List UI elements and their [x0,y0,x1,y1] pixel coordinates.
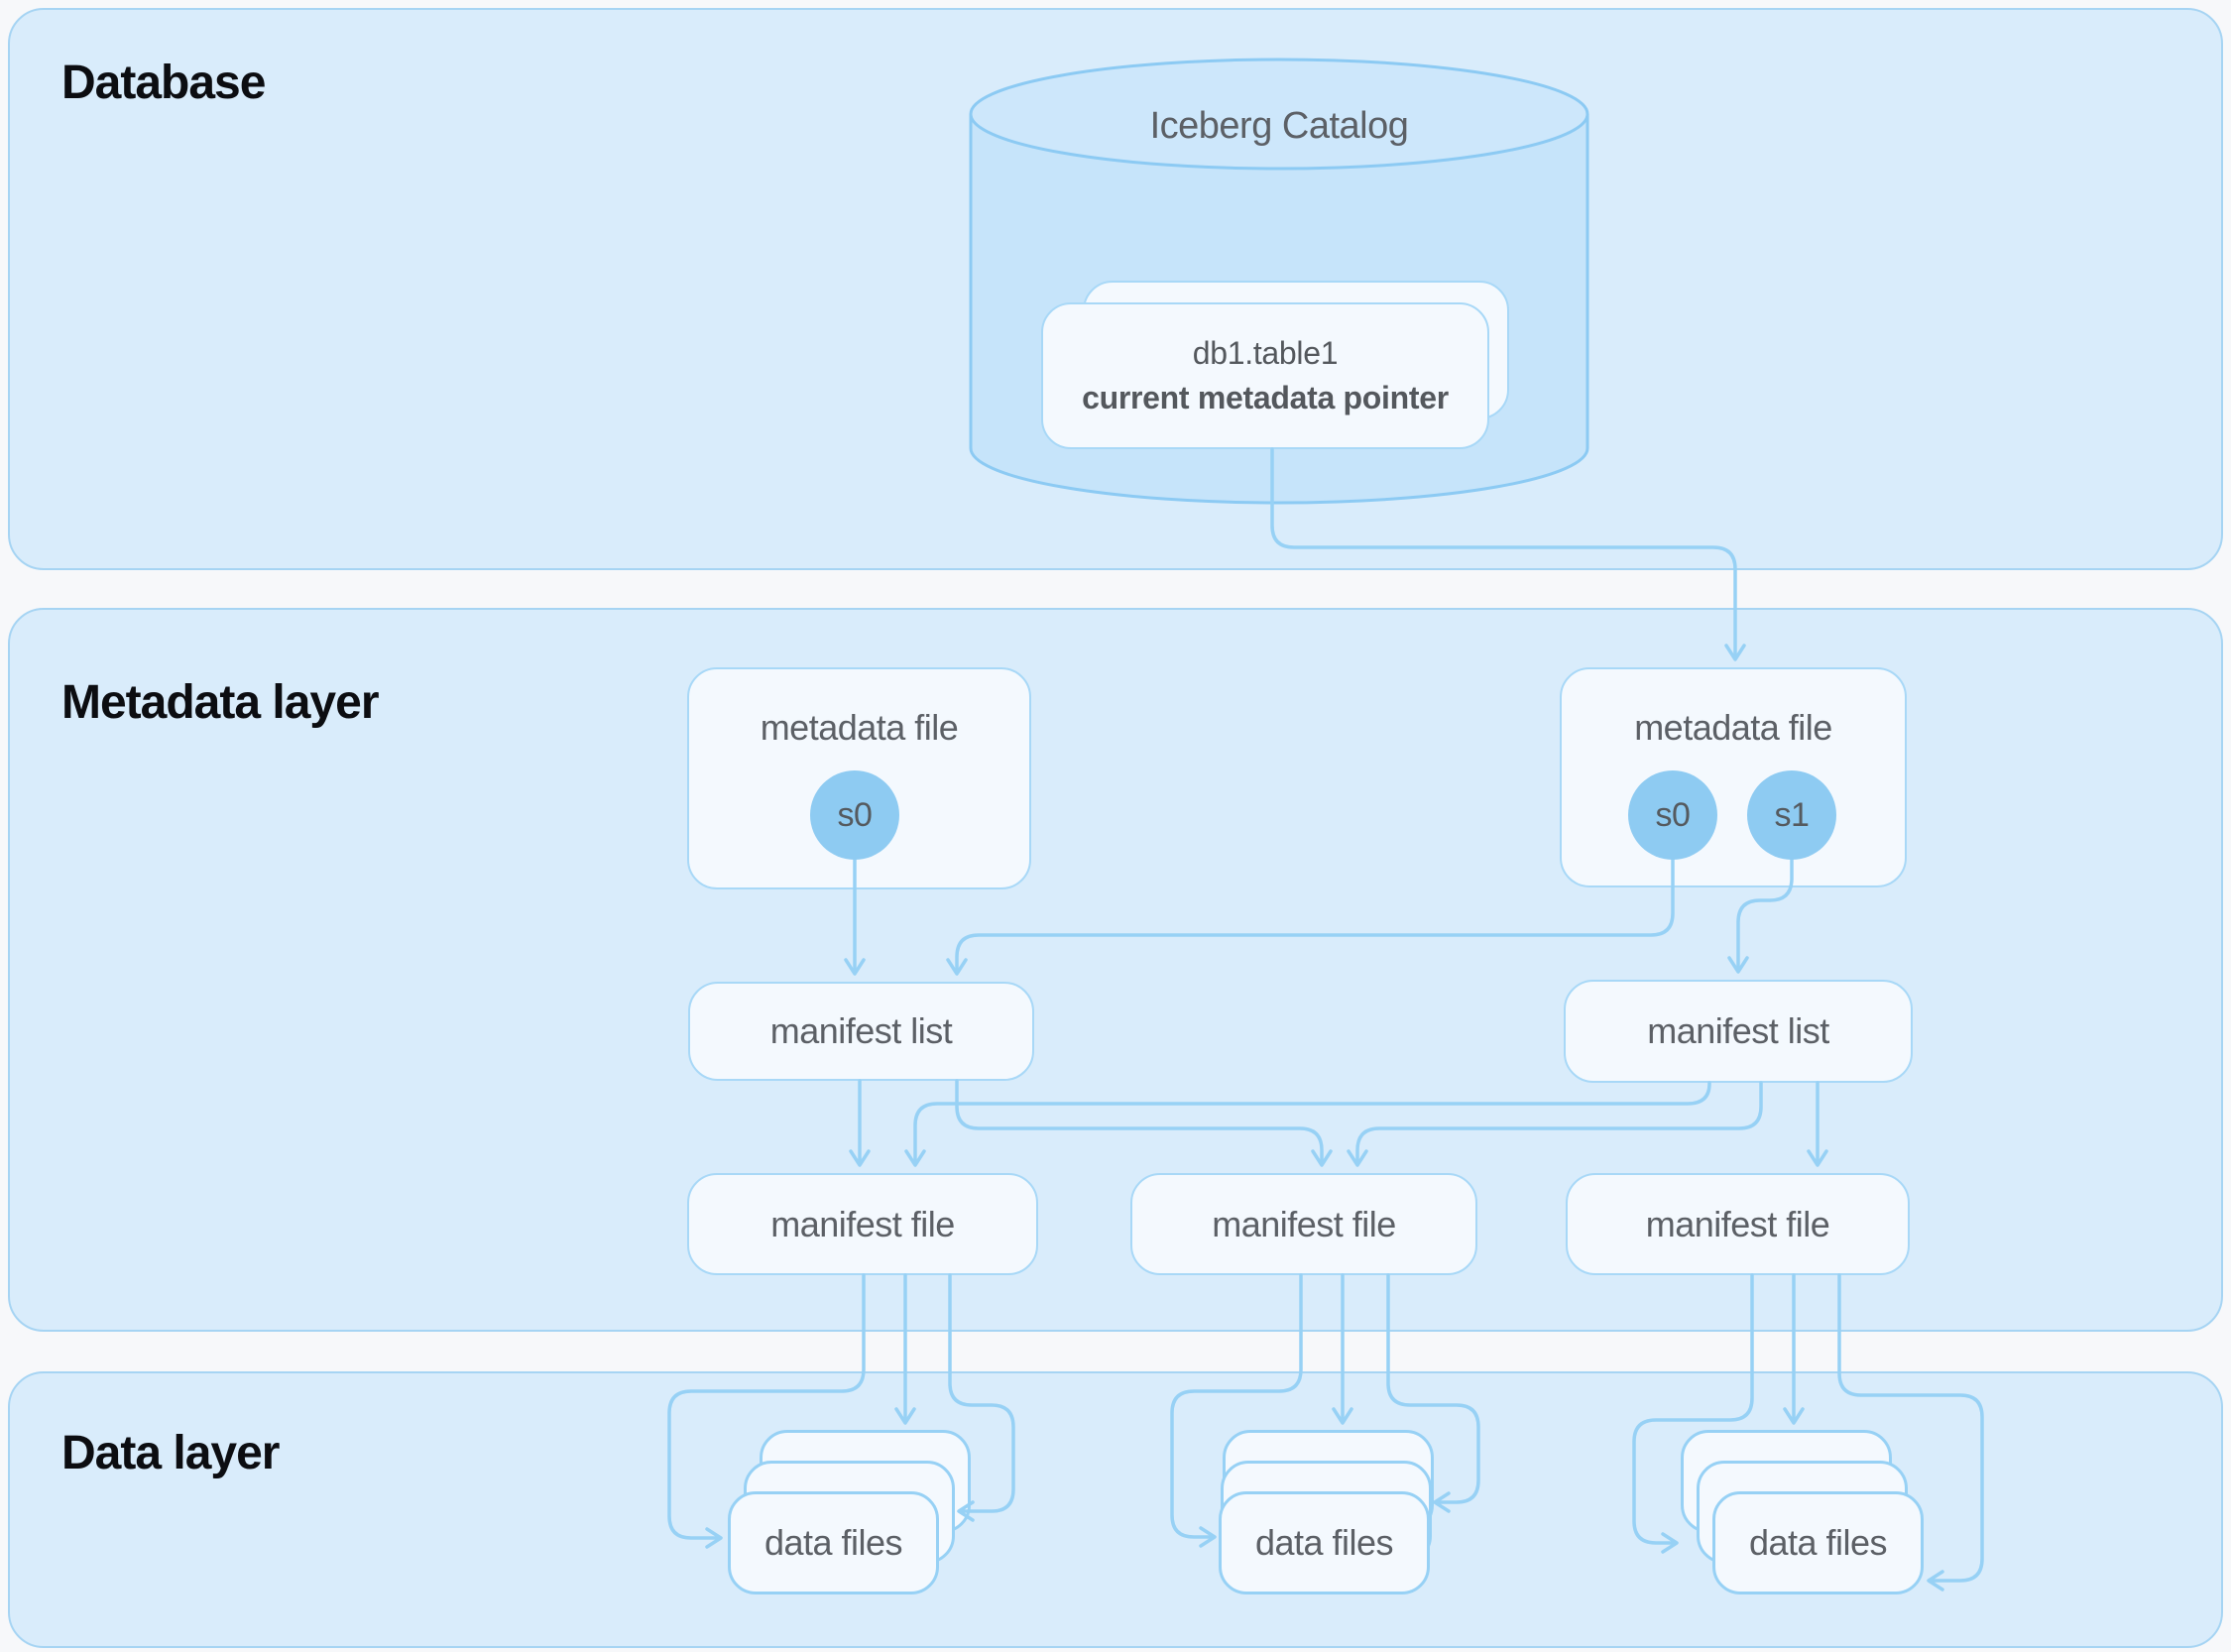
catalog-table-name: db1.table1 [1192,335,1339,371]
manifest-file-2: manifest file [1130,1173,1477,1275]
data-files-stack-2: data files [1219,1491,1430,1594]
snapshot-s0-badge-right: s0 [1628,770,1717,860]
manifest-file-1: manifest file [687,1173,1038,1275]
catalog-title: Iceberg Catalog [1149,105,1409,147]
snapshot-s1-badge-right: s1 [1747,770,1836,860]
manifest-file-1-label: manifest file [770,1203,955,1244]
metadata-file-1-label: metadata file [760,707,959,748]
data-files-stack-2-label: data files [1254,1522,1394,1563]
manifest-file-3-label: manifest file [1645,1203,1830,1244]
manifest-list-1-label: manifest list [769,1010,953,1051]
data-files-stack-1-label: data files [763,1522,903,1563]
manifest-list-2-label: manifest list [1647,1010,1829,1051]
data-files-stack-1: data files [728,1491,939,1594]
metadata-file-2: metadata file [1560,667,1907,887]
manifest-file-2-label: manifest file [1212,1203,1396,1244]
catalog-pointer-label: current metadata pointer [1082,380,1449,415]
database-layer-title: Database [61,57,266,109]
metadata-layer-title: Metadata layer [61,676,379,729]
manifest-file-3: manifest file [1566,1173,1910,1275]
metadata-file-2-label: metadata file [1634,707,1832,748]
data-layer-title: Data layer [61,1427,280,1479]
catalog-pointer-card: db1.table1 current metadata pointer [1041,302,1489,449]
manifest-list-1: manifest list [688,982,1034,1081]
data-files-stack-3: data files [1712,1491,1924,1594]
manifest-list-2: manifest list [1564,980,1913,1083]
data-files-stack-3-label: data files [1748,1522,1888,1563]
snapshot-s0-badge-left: s0 [810,770,899,860]
